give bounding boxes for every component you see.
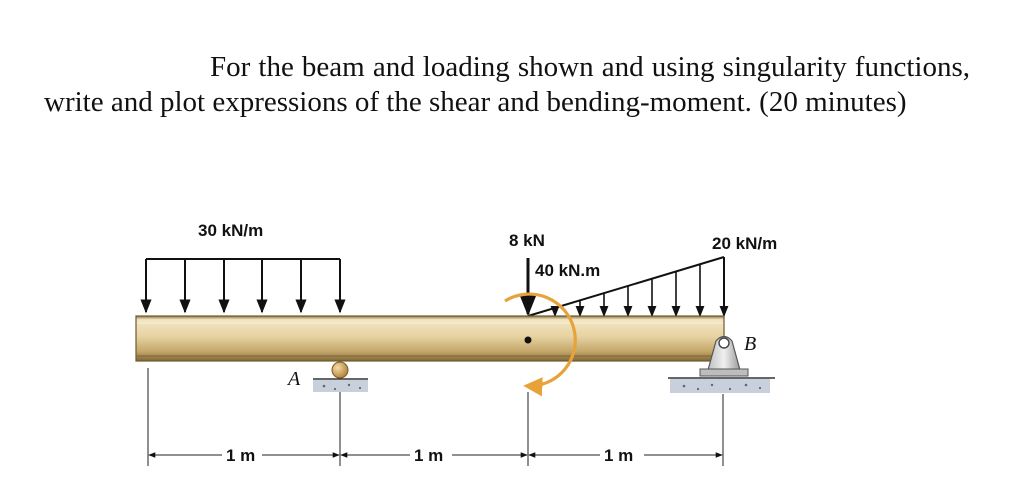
couple-arrow [504,292,577,397]
dimension-label-3: 1 m [604,446,633,465]
roller-support-a [313,361,368,392]
couple-label: 40 kN.m [535,261,600,280]
triangular-load-label: 20 kN/m [712,234,777,253]
point-load-label: 8 kN [509,231,545,250]
uniform-load [140,258,346,314]
beam-center-dot [524,336,532,344]
support-b-label: B [744,333,756,355]
dimension-label-1: 1 m [226,446,255,465]
dimension-label-2: 1 m [414,446,443,465]
problem-statement: For the beam and loading shown and using… [44,51,970,118]
uniform-load-label: 30 kN/m [198,221,263,240]
extension-lines [147,368,724,466]
support-a-label: A [286,368,301,390]
pin-support-b [668,335,775,393]
